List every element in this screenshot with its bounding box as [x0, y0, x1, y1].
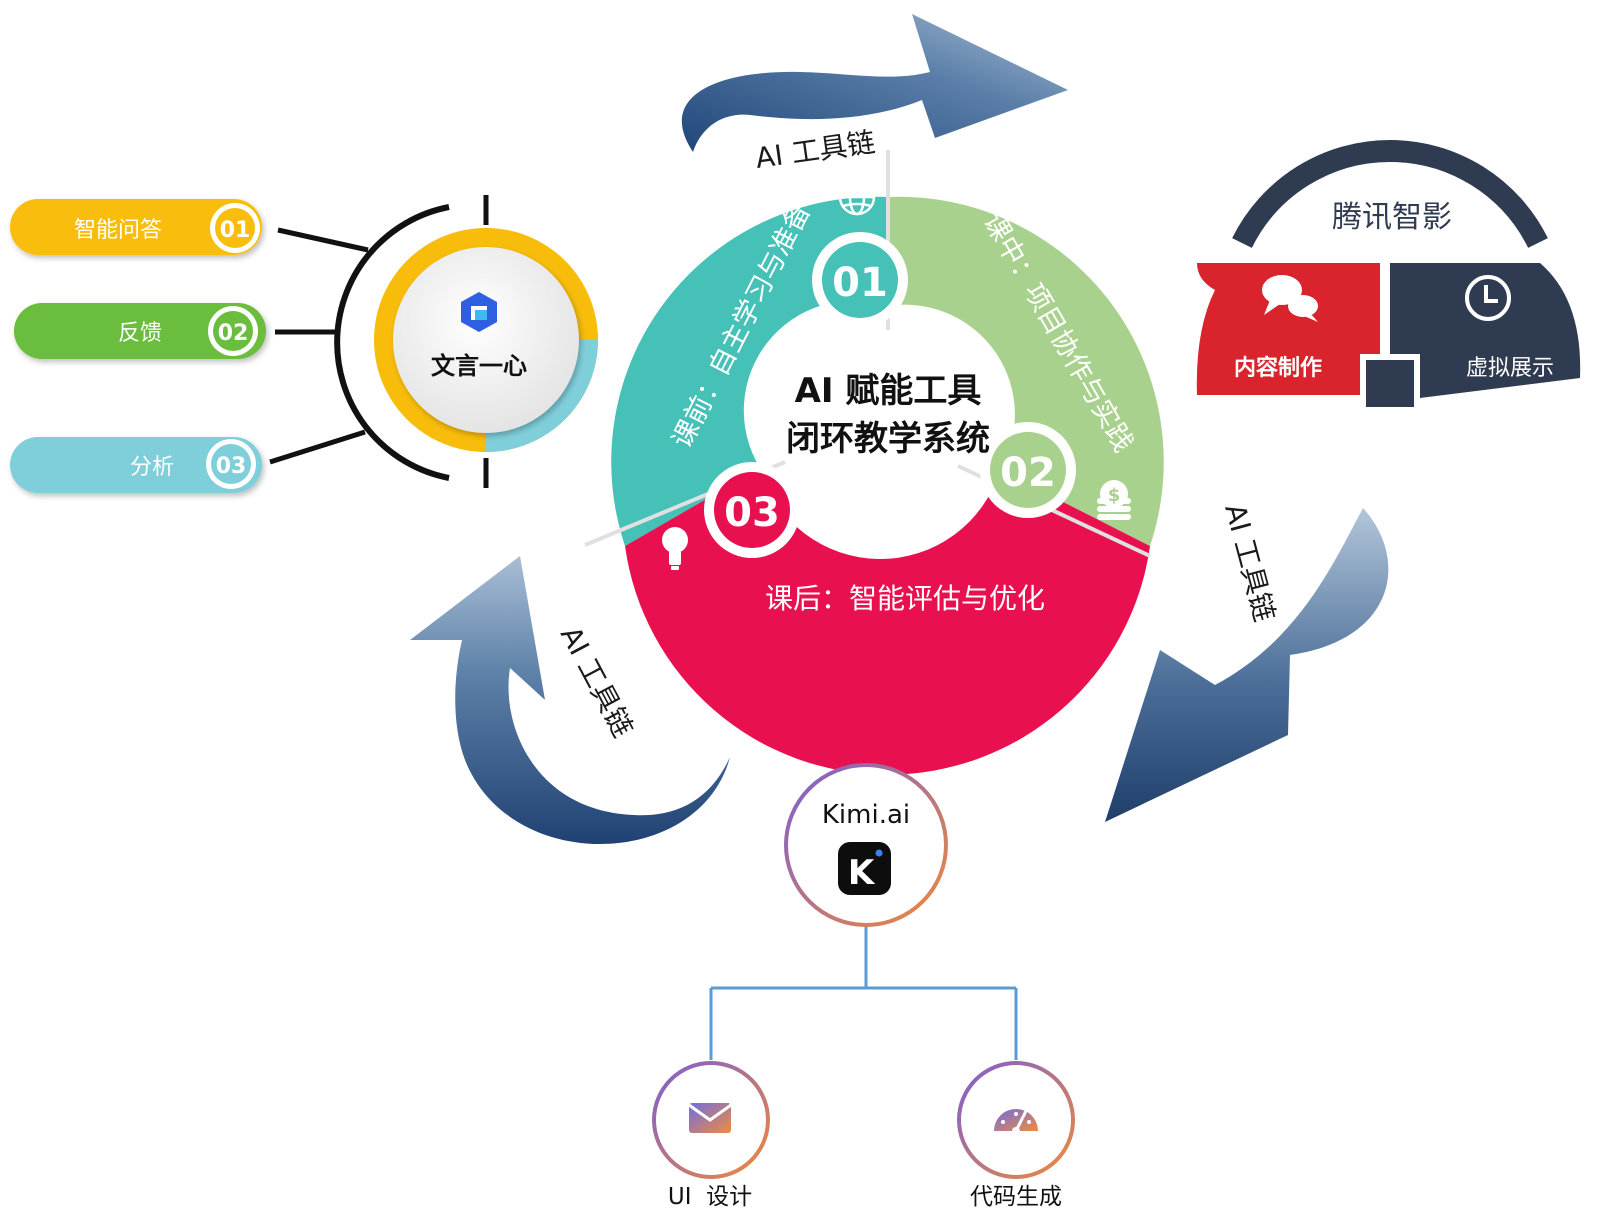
feature-pill-01[interactable]: [10, 199, 262, 255]
ui-design-label: UI 设计: [668, 1184, 752, 1210]
tencent-tool: 腾讯智影 内容制作 虚拟展示: [1196, 140, 1581, 413]
tencent-center-block: [1360, 354, 1420, 413]
wenyan-tool: 文言一心 智能问答 01 反馈 02 分析 03: [10, 195, 598, 493]
svg-text:K: K: [848, 853, 876, 893]
badge-03: 03: [704, 462, 800, 558]
toolchain-label-left: AI 工具链: [554, 621, 640, 743]
chat-bubbles-icon: [1262, 275, 1318, 322]
segment-3-label: 课后：智能评估与优化: [765, 582, 1045, 615]
gauge-icon: [994, 1109, 1038, 1135]
segment-3-post-class[interactable]: [625, 468, 1150, 775]
badge-01: 01: [812, 232, 908, 328]
tencent-dome-arc: [1232, 140, 1548, 248]
feature-label-01: 智能问答: [74, 218, 162, 243]
kimi-name: Kimi.ai: [822, 800, 910, 830]
lightbulb-icon: [662, 527, 688, 570]
mail-icon: [688, 1103, 732, 1133]
tencent-content-panel[interactable]: [1196, 263, 1380, 395]
badge-02-text: 02: [1000, 450, 1056, 496]
toolchain-label-top: AI 工具链: [753, 126, 877, 175]
right-curved-arrow: [1105, 508, 1389, 822]
feature-number-03: 03: [216, 454, 247, 479]
wenyan-outer-arc: [334, 204, 450, 481]
coins-icon: $: [1097, 480, 1131, 520]
kimi-tool: Kimi.ai K UI 设计 代码生成: [652, 763, 1075, 1210]
feature-label-02: 反馈: [118, 321, 162, 346]
center-title-line-1: AI 赋能工具: [795, 371, 982, 411]
badge-03-text: 03: [724, 490, 780, 536]
feature-pill-03[interactable]: [10, 437, 262, 493]
svg-text:$: $: [1108, 485, 1121, 506]
feature-label-03: 分析: [130, 455, 174, 480]
feature-pill-02[interactable]: [14, 303, 266, 359]
kimi-logo-icon: K: [838, 842, 891, 895]
tencent-content-label: 内容制作: [1234, 355, 1322, 381]
toolchain-label-right: AI 工具链: [1218, 500, 1281, 625]
top-curved-arrow: [681, 14, 1068, 152]
code-generation-label: 代码生成: [970, 1184, 1062, 1210]
feature-number-02: 02: [218, 321, 249, 346]
center-cycle: 01 02 03 课前：自主学习与准备 课中：项目协作与实践 课后：智能评估与优…: [584, 150, 1164, 775]
left-curved-arrow: [410, 556, 730, 845]
tencent-virtual-panel[interactable]: [1390, 263, 1581, 398]
tencent-virtual-label: 虚拟展示: [1466, 356, 1554, 381]
wenyan-name: 文言一心: [431, 352, 527, 380]
center-title-line-2: 闭环教学系统: [786, 419, 990, 459]
badge-02: 02: [980, 422, 1076, 518]
wenyan-logo-icon: [461, 292, 497, 332]
tencent-name: 腾讯智影: [1332, 200, 1452, 235]
badge-01-text: 01: [832, 260, 888, 306]
globe-icon: [838, 178, 876, 216]
clock-icon: [1465, 275, 1511, 321]
feature-number-01: 01: [220, 218, 251, 243]
segment-2-in-class[interactable]: [888, 196, 1164, 546]
